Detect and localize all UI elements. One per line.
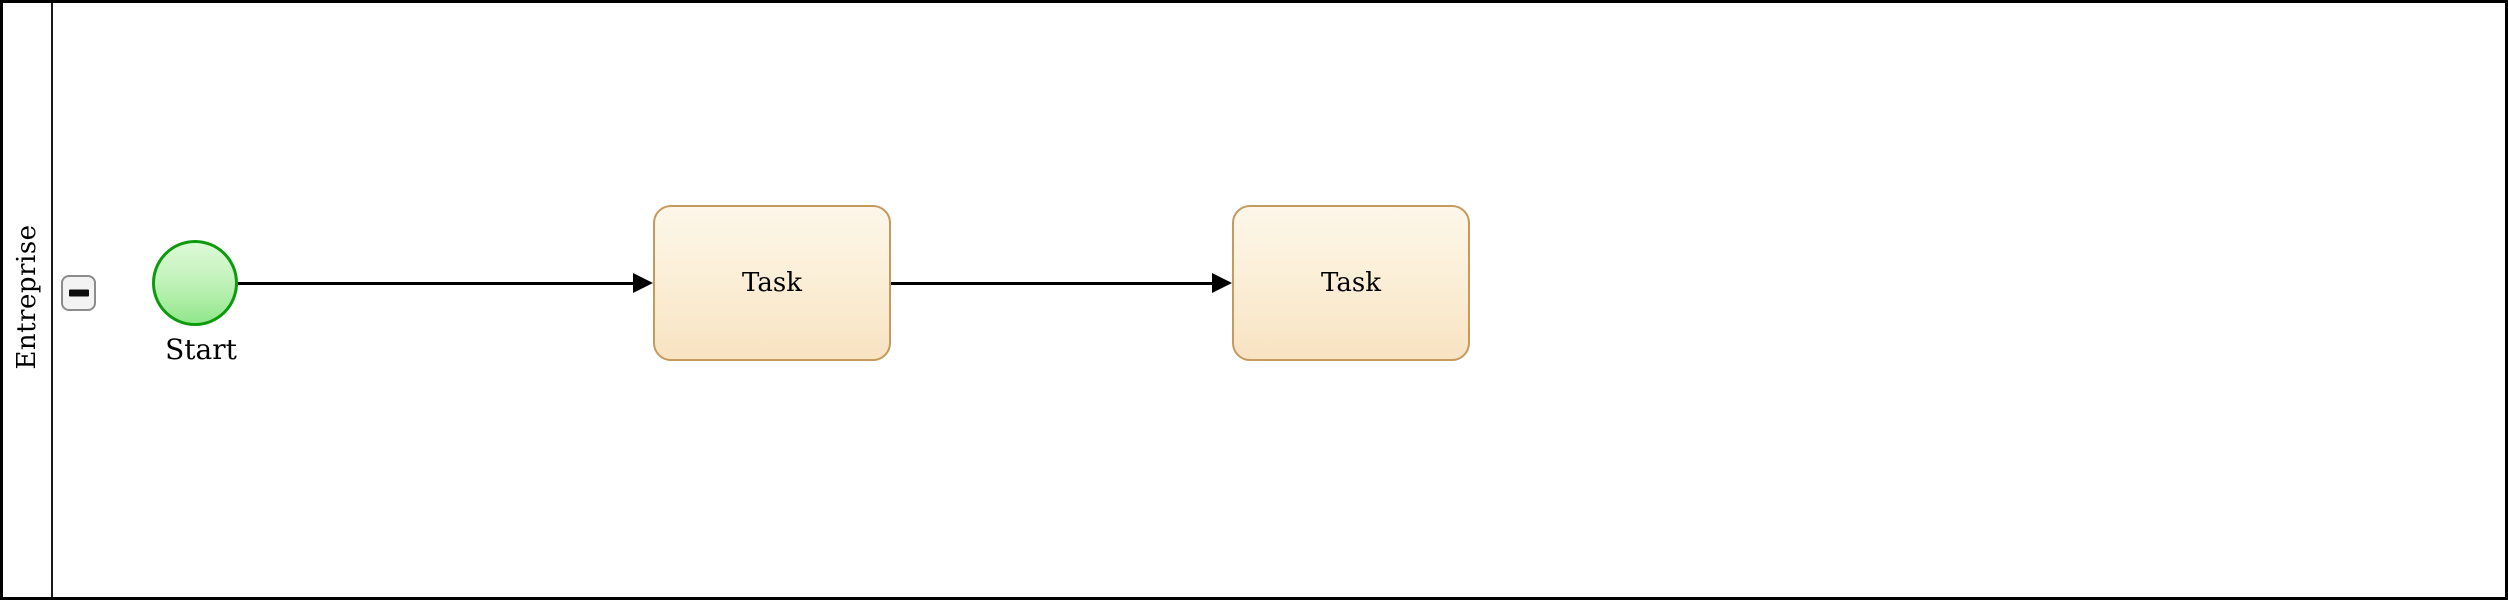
sequence-flow-task1-to-task2[interactable]: [891, 282, 1214, 285]
pool-collapse-button[interactable]: [61, 275, 96, 311]
task-label: Task: [742, 268, 802, 298]
start-event-label: Start: [165, 333, 237, 366]
minus-icon: [68, 289, 89, 297]
sequence-flow-start-to-task1[interactable]: [236, 282, 635, 285]
arrowhead-icon: [1212, 273, 1232, 293]
task-label: Task: [1321, 268, 1381, 298]
arrowhead-icon: [633, 273, 653, 293]
pool-label-band[interactable]: Entreprise: [3, 3, 53, 597]
start-event-circle[interactable]: [152, 240, 238, 326]
pool-label: Entreprise: [12, 224, 42, 370]
task-node-1[interactable]: Task: [653, 205, 891, 361]
task-node-2[interactable]: Task: [1232, 205, 1470, 361]
